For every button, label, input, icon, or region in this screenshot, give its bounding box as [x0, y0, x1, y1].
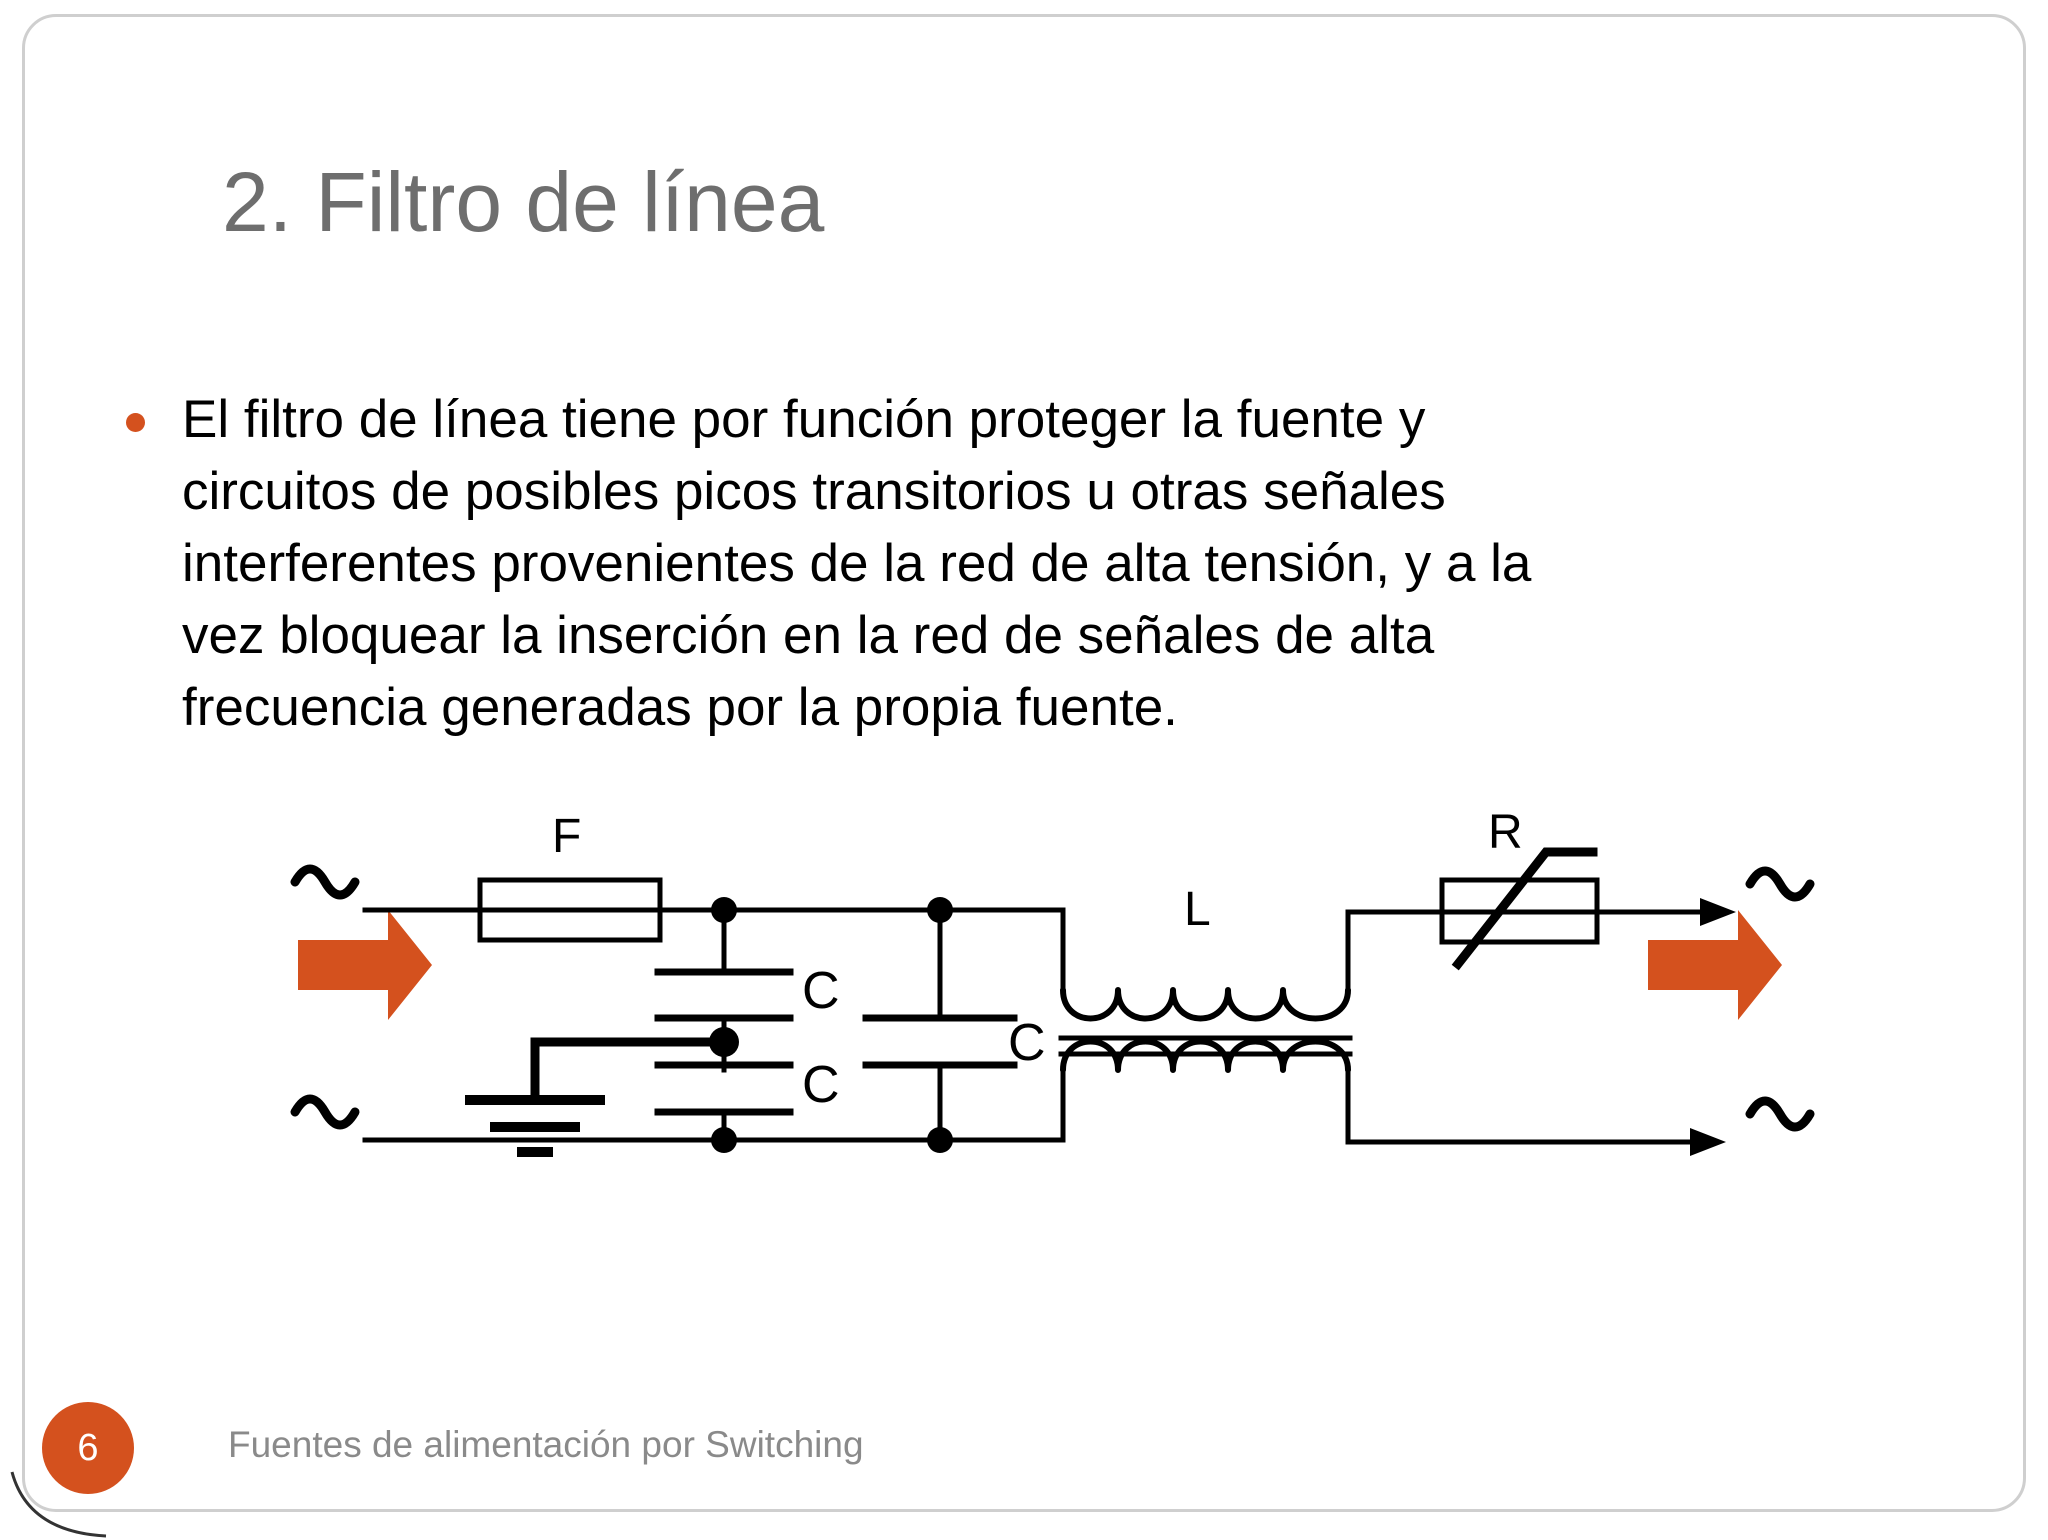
junction-dot	[709, 1027, 739, 1057]
body-line: frecuencia generadas por la propia fuent…	[182, 678, 1178, 737]
body-line: vez bloquear la inserción en la red de s…	[182, 606, 1435, 665]
body-paragraph: El filtro de línea tiene por función pro…	[182, 384, 1922, 744]
arrowhead-bottom-out-icon	[1690, 1128, 1726, 1156]
capacitor-middle-label: C	[1008, 1014, 1046, 1072]
choke-lower-winding	[1060, 1038, 1351, 1073]
ac-output-top-icon	[1745, 866, 1815, 902]
junction-dot	[927, 897, 953, 923]
ac-output-bottom-icon	[1745, 1096, 1815, 1132]
junction-dot	[711, 1127, 737, 1153]
wire-ground-tap	[530, 1037, 729, 1105]
flow-arrow-out-icon	[1648, 910, 1782, 1020]
varistor-slash-icon	[1451, 847, 1598, 971]
fuse-label: F	[552, 810, 581, 863]
footer-title: Fuentes de alimentación por Switching	[228, 1424, 864, 1465]
body-line: interferentes provenientes de la red de …	[182, 534, 1532, 593]
ac-input-bottom-icon	[290, 1094, 360, 1130]
bullet-marker-icon	[126, 413, 145, 432]
flow-arrow-in-icon	[298, 910, 432, 1020]
body-line: circuitos de posibles picos transitorios…	[182, 462, 1446, 521]
ac-input-top-icon	[290, 864, 360, 900]
junction-dot	[927, 1127, 953, 1153]
line-filter-schematic: F C C C L R	[290, 806, 1815, 1157]
choke-upper-winding	[1060, 987, 1351, 1022]
capacitor-bottom-label: C	[802, 1056, 840, 1114]
page-number-badge: 6	[42, 1402, 134, 1494]
slide-frame	[22, 14, 2026, 1512]
capacitor-top-label: C	[802, 962, 840, 1020]
arrowhead-top-out-icon	[1700, 898, 1736, 926]
page-title: 2. Filtro de línea	[222, 155, 825, 249]
inductor-label: L	[1184, 883, 1211, 936]
body-line: El filtro de línea tiene por función pro…	[182, 390, 1426, 449]
varistor-label: R	[1488, 806, 1523, 859]
junction-dot	[711, 897, 737, 923]
